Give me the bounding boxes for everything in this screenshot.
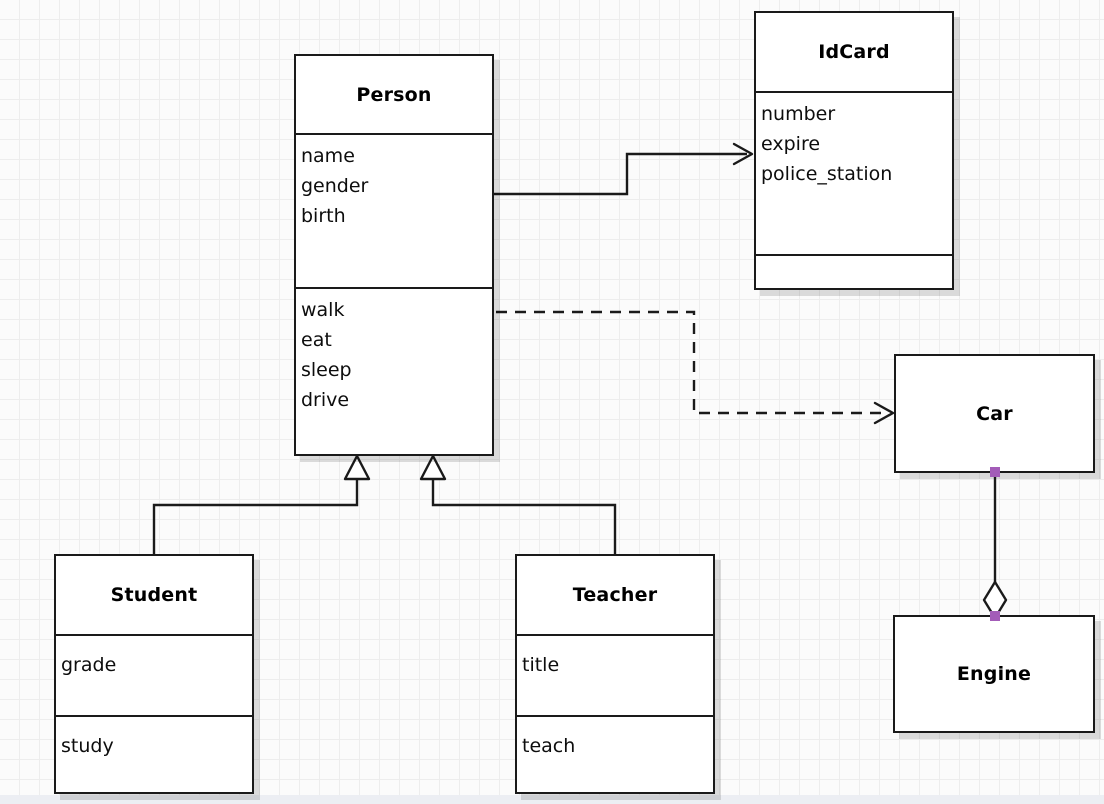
edge-car-engine[interactable] xyxy=(982,471,1008,620)
attributes-teacher: title xyxy=(517,634,713,715)
class-name-teacher: Teacher xyxy=(572,584,658,606)
class-box-person[interactable]: Person name gender birth walk eat sleep … xyxy=(294,54,494,456)
edge-student-person[interactable] xyxy=(152,454,371,556)
class-name-car: Car xyxy=(976,402,1013,425)
attribute-item: number xyxy=(761,103,836,125)
method-item: drive xyxy=(301,389,350,411)
methods-teacher: teach xyxy=(517,715,713,796)
attribute-item: grade xyxy=(61,654,117,676)
edge-person-car[interactable] xyxy=(496,310,895,425)
class-box-teacher[interactable]: Teacher title teach xyxy=(515,554,715,794)
attribute-item: title xyxy=(522,654,560,676)
attribute-item: name xyxy=(301,145,355,167)
method-item: teach xyxy=(522,735,576,757)
method-item: walk xyxy=(301,299,345,321)
class-name-engine: Engine xyxy=(956,663,1032,685)
edge-handle-engine-end[interactable] xyxy=(990,611,1000,621)
attributes-student: grade xyxy=(56,634,252,715)
edge-person-idcard[interactable] xyxy=(493,142,754,196)
class-name-person: Person xyxy=(356,83,432,106)
class-box-car[interactable]: Car xyxy=(894,354,1095,473)
method-item: sleep xyxy=(301,359,352,381)
methods-person: walk eat sleep drive xyxy=(296,287,492,454)
attribute-item: gender xyxy=(301,175,369,197)
edge-handle-car-end[interactable] xyxy=(990,467,1000,477)
methods-idcard xyxy=(756,254,952,288)
attributes-idcard: number expire police_station xyxy=(756,91,952,254)
method-item: eat xyxy=(301,329,332,351)
attribute-item: expire xyxy=(761,133,821,155)
attributes-person: name gender birth xyxy=(296,133,492,287)
method-item: study xyxy=(61,735,114,757)
class-name-idcard: IdCard xyxy=(818,41,890,63)
class-box-engine[interactable]: Engine xyxy=(893,615,1095,733)
methods-student: study xyxy=(56,715,252,796)
bottom-scroll-strip[interactable] xyxy=(0,795,1104,804)
edge-teacher-person[interactable] xyxy=(419,454,617,556)
attribute-item: police_station xyxy=(761,163,893,185)
class-name-student: Student xyxy=(110,584,198,606)
class-box-idcard[interactable]: IdCard number expire police_station xyxy=(754,11,954,290)
class-box-student[interactable]: Student grade study xyxy=(54,554,254,794)
attribute-item: birth xyxy=(301,205,346,227)
